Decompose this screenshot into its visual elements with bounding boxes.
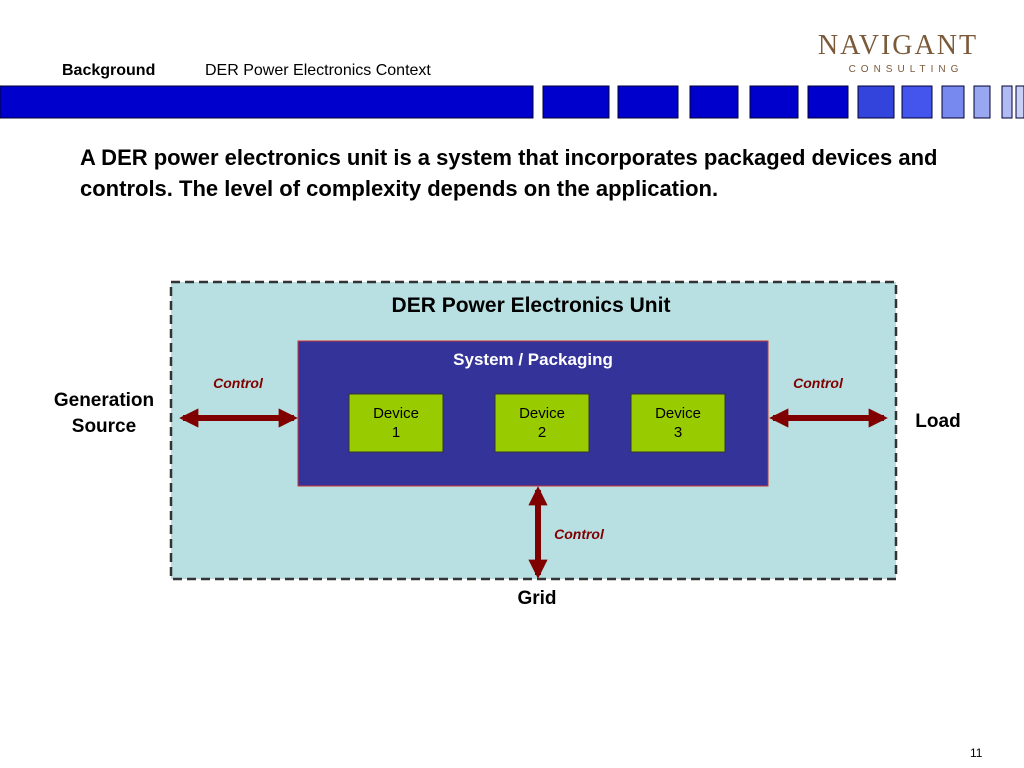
header-bar-blocks xyxy=(0,85,1024,119)
device-3: Device 3 xyxy=(630,393,726,453)
page-number: 11 xyxy=(970,746,983,760)
header-bar-block xyxy=(1001,85,1013,119)
system-title: System / Packaging xyxy=(453,350,613,369)
left-control-label: Control xyxy=(213,375,264,391)
bottom-control-label: Control xyxy=(554,526,605,542)
header-bar xyxy=(0,85,1024,119)
header-bar-block xyxy=(973,85,991,119)
slide-title: DER Power Electronics Context xyxy=(205,62,431,79)
device-3-number: 3 xyxy=(674,424,682,441)
header-bar-block xyxy=(1015,85,1024,119)
section-label: Background xyxy=(62,62,156,79)
device-1: Device 1 xyxy=(348,393,444,453)
grid-label: Grid xyxy=(517,588,556,609)
header-bar-block xyxy=(857,85,895,119)
der-unit-title: DER Power Electronics Unit xyxy=(392,294,671,317)
header-bar-block xyxy=(617,85,679,119)
header-bar-block xyxy=(749,85,799,119)
device-3-box xyxy=(630,393,726,453)
device-1-box xyxy=(348,393,444,453)
header-bar-block xyxy=(941,85,965,119)
device-1-number: 1 xyxy=(392,424,400,441)
device-2-label: Device xyxy=(519,405,565,422)
generation-source-label-line2: Source xyxy=(72,416,136,437)
device-3-label: Device xyxy=(655,405,701,422)
right-control-label: Control xyxy=(793,375,844,391)
header-bar-block xyxy=(0,85,534,119)
generation-source-label-line1: Generation xyxy=(54,390,154,411)
device-2-box xyxy=(494,393,590,453)
header-bar-block xyxy=(901,85,933,119)
device-1-label: Device xyxy=(373,405,419,422)
logo-main-text: NAVIGANT xyxy=(818,30,978,61)
header-bar-block xyxy=(689,85,739,119)
der-diagram: DER Power Electronics Unit System / Pack… xyxy=(54,280,961,609)
header-bar-block xyxy=(542,85,610,119)
intro-text: A DER power electronics unit is a system… xyxy=(80,145,938,201)
logo-sub-text: CONSULTING xyxy=(849,64,964,75)
header-bar-block xyxy=(807,85,849,119)
load-label: Load xyxy=(915,411,960,432)
device-2-number: 2 xyxy=(538,424,546,441)
device-2: Device 2 xyxy=(494,393,590,453)
navigant-logo: NAVIGANT CONSULTING xyxy=(818,30,978,75)
